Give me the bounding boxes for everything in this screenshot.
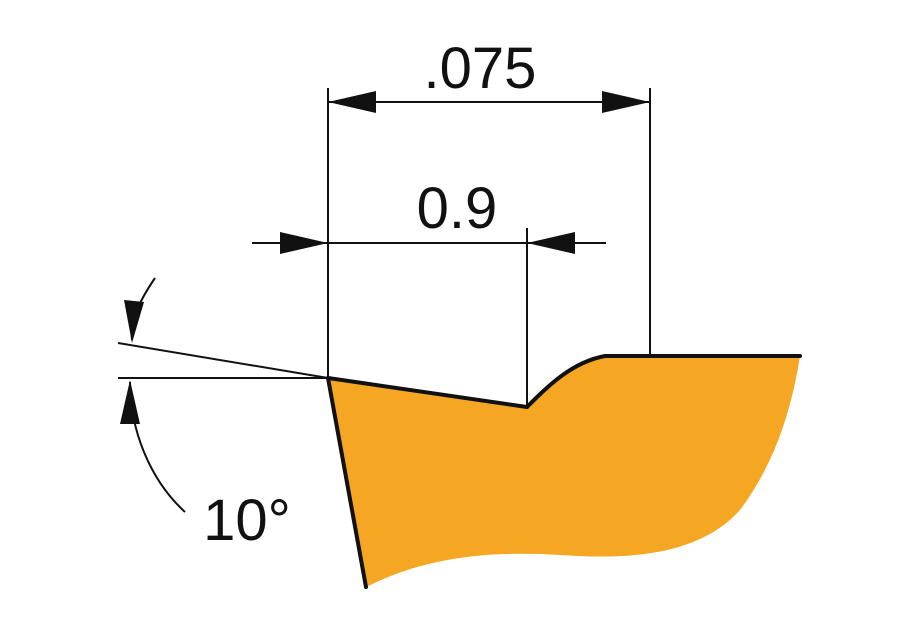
insert-body (328, 356, 800, 587)
rake-face-edge (326, 376, 529, 409)
angle-label: 10° (203, 488, 291, 553)
chipbreaker-curve (525, 354, 802, 409)
angle-arrowhead-top (124, 300, 144, 343)
flank-edge (326, 376, 368, 589)
arrowhead-land-right (527, 232, 575, 254)
arrowhead-land-left (280, 232, 328, 254)
dim-label-land: 0.9 (417, 176, 498, 241)
arrowhead-overall-right (602, 91, 650, 113)
arrowhead-overall-left (328, 91, 376, 113)
angle-reference-inclined (117, 342, 329, 379)
angle-arc-lower (129, 381, 186, 513)
angle-arrowhead-bottom (120, 380, 140, 424)
dim-label-overall: .075 (424, 36, 537, 101)
